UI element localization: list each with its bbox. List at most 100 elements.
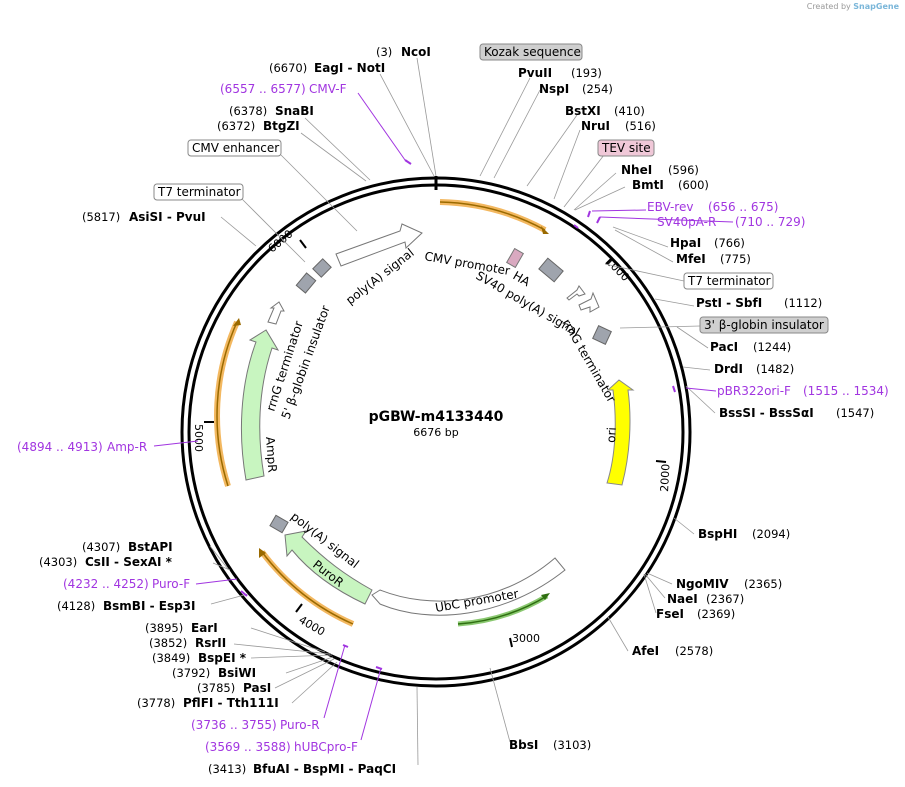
snapgene-credit: Created by SnapGene <box>807 2 899 11</box>
orf-arc-bottom-line <box>261 551 354 625</box>
primer-name-puro-r: Puro-R <box>280 718 320 732</box>
site-pos-nrui: (516) <box>625 119 656 133</box>
primer-name-puro-f: Puro-F <box>152 577 190 591</box>
site-name-bmti: BmtI <box>632 178 664 192</box>
label-cmv-promoter: CMV promoter <box>423 249 511 278</box>
tick-marks <box>204 239 667 648</box>
sv40-polya-feature <box>538 257 564 283</box>
site-name-paci: PacI <box>710 340 738 354</box>
tick-label-2000: 2000 <box>658 464 672 493</box>
polya-feature-bottom <box>269 514 289 534</box>
credit-prefix: Created by <box>806 2 851 11</box>
site-name-bsmbi: BsmBI - Esp3I <box>103 599 195 613</box>
site-pos-naei: (2367) <box>706 592 744 606</box>
site-name-pasi: PasI <box>243 681 271 695</box>
plasmid-length: 6676 bp <box>413 426 458 439</box>
site-name-bfuai: BfuAI - BspMI - PaqCI <box>253 762 396 776</box>
site-pos-pvuii: (193) <box>571 66 602 80</box>
cmv-promoter-arrow <box>335 223 423 267</box>
site-pos-nspi: (254) <box>582 82 613 96</box>
tick-1000 <box>605 257 613 265</box>
label-ampr: AmpR <box>263 436 279 473</box>
orf-arc-left-line <box>216 321 238 487</box>
features <box>240 223 635 616</box>
site-name-asisi: AsiSI - PvuI <box>129 210 206 224</box>
site-name-ncoi: NcoI <box>401 45 431 59</box>
site-name-pflfi: PflFI - Tth111I <box>183 696 279 710</box>
site-name-fsei: FseI <box>656 607 684 621</box>
label-ha: HA <box>511 268 534 289</box>
origin-marker <box>434 176 438 190</box>
site-name-csii: CsII - SexAI * <box>85 555 173 569</box>
orf-arcs <box>214 199 550 627</box>
tick-6000 <box>299 239 307 249</box>
orf-arc-top-arrow <box>541 226 549 234</box>
primer-name-sv40pa-r: SV40pA-R <box>657 215 716 229</box>
site-name-bsiwi: BsiWI <box>218 666 256 680</box>
site-name-nrui: NruI <box>581 119 610 133</box>
insulator-feature-left <box>295 272 317 294</box>
orf-arc-left-arrow <box>233 318 241 326</box>
site-pos-csii: (4303) <box>39 555 77 569</box>
label-3-globin: 3' β-globin insulator <box>704 318 824 332</box>
label-t7-left: T7 terminator <box>157 185 241 199</box>
site-pos-hpai: (766) <box>714 236 745 250</box>
site-name-snabi: SnaBI <box>275 104 314 118</box>
site-pos-eari: (3895) <box>145 621 183 635</box>
site-pos-psti: (1112) <box>784 296 822 310</box>
site-pos-bstapi: (4307) <box>82 540 120 554</box>
ha-feature <box>505 247 525 269</box>
ubc-orf-arc-line <box>457 595 548 625</box>
puror-arrow <box>284 530 373 605</box>
primer-name-cmv-f: CMV-F <box>309 82 347 96</box>
site-pos-bsiwi: (3792) <box>172 666 210 680</box>
box-t7-left <box>153 183 244 201</box>
ori-arrow <box>606 379 635 486</box>
site-pos-nhei: (596) <box>668 163 699 177</box>
box-3-globin <box>699 316 829 334</box>
site-pos-pasi: (3785) <box>197 681 235 695</box>
site-name-bstxi: BstXI <box>565 104 601 118</box>
small-arrow-a <box>566 285 586 301</box>
site-pos-bsmbi: (4128) <box>57 599 95 613</box>
site-pos-ngomiv: (2365) <box>744 577 782 591</box>
restriction-sites: (3) NcoI (6670) EagI - NotI (6378) SnaBI… <box>39 45 874 776</box>
tick-label-1000: 1000 <box>603 255 632 284</box>
site-pos-ncoi: (3) <box>376 45 392 59</box>
primer-lines <box>153 92 734 741</box>
label-t7-right: T7 terminator <box>687 274 771 288</box>
box-t7-right <box>683 272 774 290</box>
site-pos-bsssi: (1547) <box>836 406 874 420</box>
plasmid-name: pGBW-m4133440 <box>369 409 504 425</box>
site-name-bspei: BspEI * <box>198 651 247 665</box>
orf-arc-top-line <box>439 201 546 231</box>
site-name-nhei: NheI <box>621 163 652 177</box>
site-pos-fsei: (2369) <box>697 607 735 621</box>
site-name-bsphi: BspHI <box>698 527 737 541</box>
site-pos-afei: (2578) <box>675 644 713 658</box>
primer-sites: (6557 .. 6577) CMV-F EBV-rev (656 .. 675… <box>17 82 889 754</box>
primer-range-ebv-rev: (656 .. 675) <box>708 200 778 214</box>
primer-name-hubcpro-f: hUBCpro-F <box>294 740 358 754</box>
credit-brand: SnapGene <box>853 2 899 11</box>
site-pos-drdi: (1482) <box>756 362 794 376</box>
site-pos-btgzi: (6372) <box>217 119 255 133</box>
site-pos-bmti: (600) <box>678 178 709 192</box>
site-pos-bstxi: (410) <box>614 104 645 118</box>
site-name-hpai: HpaI <box>670 236 701 250</box>
tick-label-5000: 5000 <box>192 424 205 452</box>
orf-arc-top <box>439 199 547 233</box>
site-pos-paci: (1244) <box>753 340 791 354</box>
site-name-drdi: DrdI <box>714 362 743 376</box>
primer-name-ebv-rev: EBV-rev <box>647 200 693 214</box>
label-tev: TEV site <box>601 141 651 155</box>
polya-feature-left <box>312 258 332 278</box>
primer-name-pbr322ori-f: pBR322ori-F <box>717 384 791 398</box>
ampr-arrow <box>240 329 280 481</box>
site-name-rsrii: RsrII <box>195 636 226 650</box>
primer-range-puro-r: (3736 .. 3755) <box>191 718 277 732</box>
site-name-nspi: NspI <box>539 82 569 96</box>
site-name-psti: PstI - SbfI <box>696 296 762 310</box>
ubc-orf-arc-arrow <box>541 593 550 600</box>
